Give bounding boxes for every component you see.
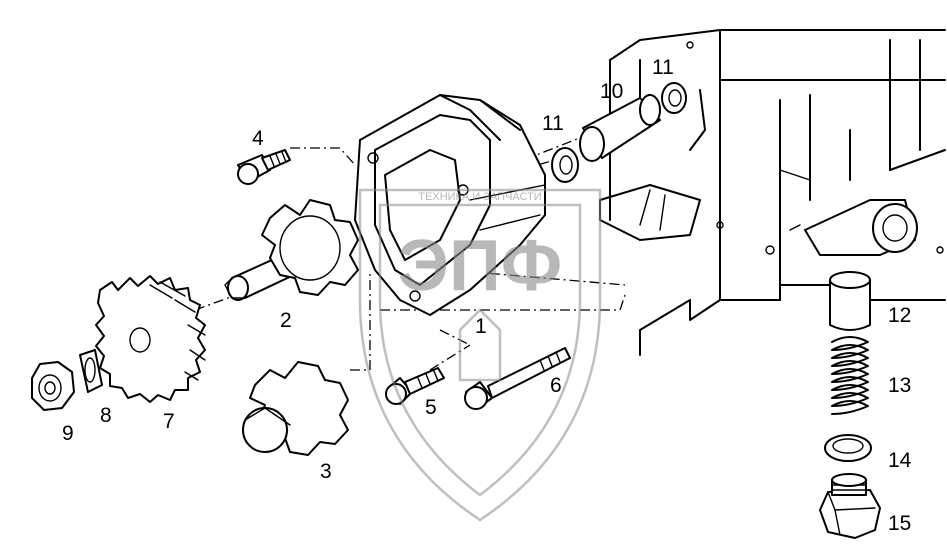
watermark-logo: ЭПФ ТЕХНИКА И ЗАПЧАСТИ bbox=[358, 188, 602, 522]
callout-11a: 11 bbox=[542, 112, 564, 135]
spur-gear-7 bbox=[95, 275, 206, 403]
callout-10: 10 bbox=[600, 80, 623, 103]
callout-3: 3 bbox=[320, 460, 332, 483]
callout-13: 13 bbox=[888, 374, 911, 397]
callout-1: 1 bbox=[475, 315, 487, 338]
callout-labels: 1 2 3 4 5 6 7 8 9 10 11 11 12 13 14 15 bbox=[62, 56, 912, 535]
callout-12: 12 bbox=[888, 304, 911, 327]
valve-boss bbox=[804, 199, 918, 256]
watermark-letters: ЭПФ bbox=[398, 226, 562, 306]
washer-11a bbox=[551, 147, 579, 183]
callout-2: 2 bbox=[280, 309, 292, 332]
callout-4: 4 bbox=[252, 127, 264, 150]
drive-gear-shaft-2 bbox=[224, 199, 359, 301]
callout-8: 8 bbox=[100, 404, 112, 427]
driven-gear-3 bbox=[242, 361, 349, 456]
callout-14: 14 bbox=[888, 449, 912, 472]
bolt-6 bbox=[464, 347, 571, 410]
callout-5: 5 bbox=[425, 396, 437, 419]
callout-11b: 11 bbox=[652, 56, 674, 79]
washer-14 bbox=[824, 434, 872, 462]
callout-9: 9 bbox=[62, 422, 74, 445]
bolt-4 bbox=[237, 149, 291, 185]
plunger-12 bbox=[829, 271, 871, 331]
callout-7: 7 bbox=[163, 410, 175, 433]
nut-9 bbox=[31, 361, 75, 411]
callout-15: 15 bbox=[888, 512, 911, 535]
spring-13 bbox=[831, 336, 869, 415]
watermark-caption: ТЕХНИКА И ЗАПЧАСТИ bbox=[418, 191, 541, 203]
callout-6: 6 bbox=[550, 374, 562, 397]
plug-15 bbox=[819, 473, 881, 539]
washer-8 bbox=[79, 349, 103, 393]
washer-11b bbox=[661, 82, 687, 114]
sleeve-10 bbox=[579, 94, 661, 162]
